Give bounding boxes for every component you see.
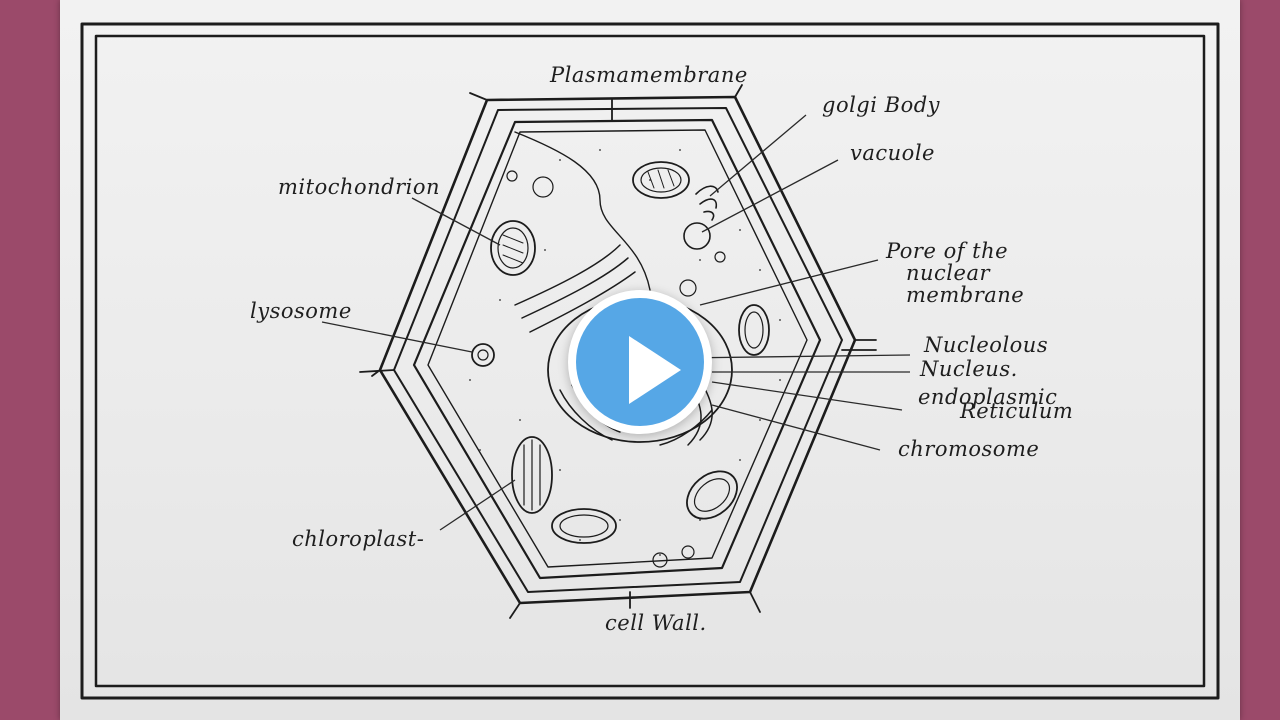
chloroplast (511, 436, 553, 514)
leader-lines (321, 114, 911, 531)
cytoplasm-dots (469, 149, 781, 556)
label-pore-line1: Pore of the (885, 239, 1008, 263)
vesicle-4 (506, 170, 518, 182)
label-chromosome: chromosome (898, 437, 1039, 461)
mitochondrion-upper (490, 220, 536, 276)
mitochondrion-bottom-right (686, 470, 738, 520)
label-er-line2: Reticulum (959, 399, 1073, 423)
vesicle-3 (532, 176, 554, 198)
label-nucleolus: Nucleolous (923, 333, 1048, 357)
play-button-circle (576, 298, 704, 426)
label-pore-line3: membrane (906, 283, 1024, 307)
vesicle-5 (652, 552, 668, 568)
label-nucleus: Nucleus. (919, 357, 1018, 381)
mitochondrion-top (632, 161, 690, 199)
label-golgi-body: golgi Body (822, 93, 941, 117)
lysosome (471, 343, 495, 367)
adjacent-wall-lines (359, 84, 877, 619)
plasma-membrane-inner (427, 129, 808, 568)
mitochondrion-right (738, 304, 770, 356)
vacuole-membrane (514, 131, 651, 291)
label-plasma-membrane: Plasmamembrane (549, 63, 748, 87)
vacuole (683, 222, 711, 250)
label-vacuole: vacuole (850, 141, 935, 165)
play-icon (629, 336, 681, 404)
label-cell-wall: cell Wall. (605, 611, 707, 635)
vesicle-2 (714, 251, 726, 263)
play-button[interactable] (568, 290, 712, 434)
vesicle-1 (679, 279, 697, 297)
inner-frame (94, 34, 1206, 688)
mitochondrion-bottom (551, 508, 617, 544)
outer-frame (80, 22, 1220, 700)
label-pore-line2: nuclear (906, 261, 991, 285)
label-lysosome: lysosome (250, 299, 352, 323)
lysosome-core (477, 349, 489, 361)
plasma-membrane-outline (412, 118, 822, 580)
label-chloroplast: chloroplast- (292, 527, 424, 551)
vesicle-6 (681, 545, 695, 559)
label-mitochondrion: mitochondrion (278, 175, 440, 199)
label-er-line1: endoplasmic (918, 385, 1057, 409)
